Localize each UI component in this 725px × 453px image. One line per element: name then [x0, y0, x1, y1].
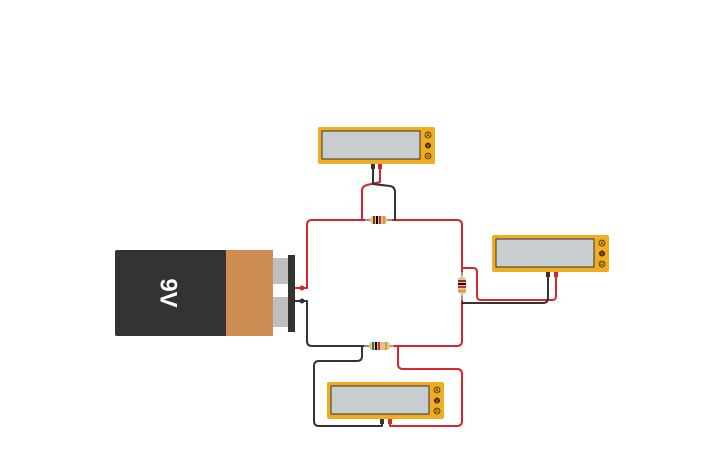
multimeter-top[interactable]: A V R: [318, 127, 435, 169]
resistor-right[interactable]: [458, 272, 466, 300]
wire-bottom-battery-negative[interactable]: [301, 300, 370, 347]
wire-top-meter-red[interactable]: [361, 167, 381, 221]
multimeter-bottom[interactable]: A V R: [327, 382, 444, 424]
multimeter-right-mode-buttons[interactable]: A V R: [598, 239, 606, 268]
multimeter-top-screen: [321, 130, 421, 160]
battery-terminal-cap: [288, 255, 295, 332]
multimeter-bottom-screen: [330, 385, 430, 415]
wire-battery-positive-top[interactable]: [301, 219, 371, 289]
multimeter-top-mode-buttons[interactable]: A V R: [424, 131, 432, 160]
svg-text:A: A: [435, 388, 439, 394]
battery-label-band: [226, 250, 273, 336]
battery-body: [115, 250, 228, 336]
wire-right-bottom[interactable]: [389, 295, 463, 347]
multimeter-right[interactable]: A V R: [492, 235, 609, 277]
svg-text:V: V: [426, 143, 430, 149]
battery-terminal-negative[interactable]: [273, 297, 288, 327]
resistor-bottom[interactable]: [364, 342, 394, 350]
wire-right-meter-black[interactable]: [461, 273, 549, 304]
wire-top-right[interactable]: [386, 219, 463, 276]
svg-text:A: A: [426, 133, 430, 139]
battery-9v[interactable]: 9V: [115, 250, 305, 336]
svg-text:A: A: [600, 241, 604, 247]
resistor-top[interactable]: [365, 216, 392, 224]
wires: [301, 167, 557, 427]
svg-text:R: R: [426, 154, 430, 160]
svg-text:R: R: [600, 262, 604, 268]
svg-text:V: V: [600, 251, 604, 257]
wire-top-meter-black[interactable]: [372, 167, 396, 221]
wire-bottom-meter-black[interactable]: [313, 345, 383, 427]
wire-right-meter-red[interactable]: [461, 267, 557, 301]
wire-bottom-meter-red[interactable]: [389, 345, 463, 427]
battery-label: 9V: [155, 278, 182, 307]
svg-text:V: V: [435, 398, 439, 404]
battery-terminal-positive[interactable]: [273, 258, 288, 284]
svg-text:R: R: [435, 409, 439, 415]
multimeter-bottom-mode-buttons[interactable]: A V R: [433, 386, 441, 415]
multimeter-right-screen: [495, 238, 595, 268]
